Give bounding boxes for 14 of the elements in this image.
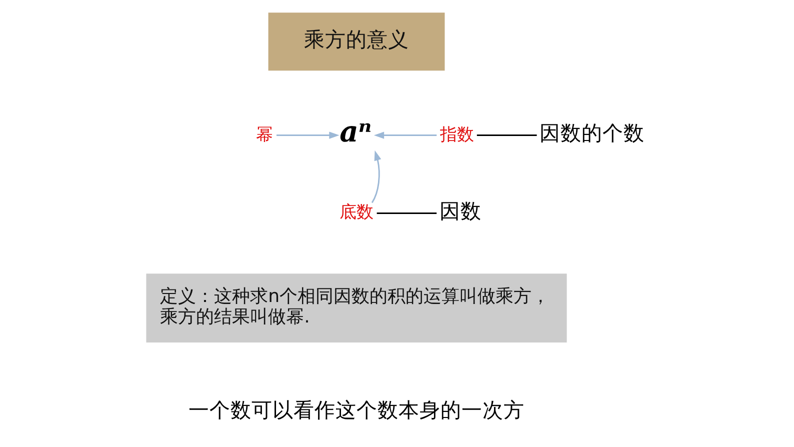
node-text: 因数 [439, 199, 482, 224]
connector [476, 134, 537, 136]
arrow [371, 150, 382, 204]
node-text: aⁿ [340, 114, 372, 149]
node-text: 底数 [340, 202, 374, 222]
node-text: 指数 [440, 124, 474, 144]
connector [376, 212, 437, 214]
arrow [276, 132, 340, 139]
node-box: 定义：这种求n个相同因数的积的运算叫做乘方，乘方的结果叫做幂. [146, 274, 567, 343]
node-box: 乘方的意义 [268, 12, 445, 71]
arrow [374, 132, 437, 139]
label: 一个数可以看作这个数本身的一次方 [188, 398, 525, 422]
node-text: 因数的个数 [540, 121, 645, 146]
node-text: 幂 [256, 124, 274, 144]
